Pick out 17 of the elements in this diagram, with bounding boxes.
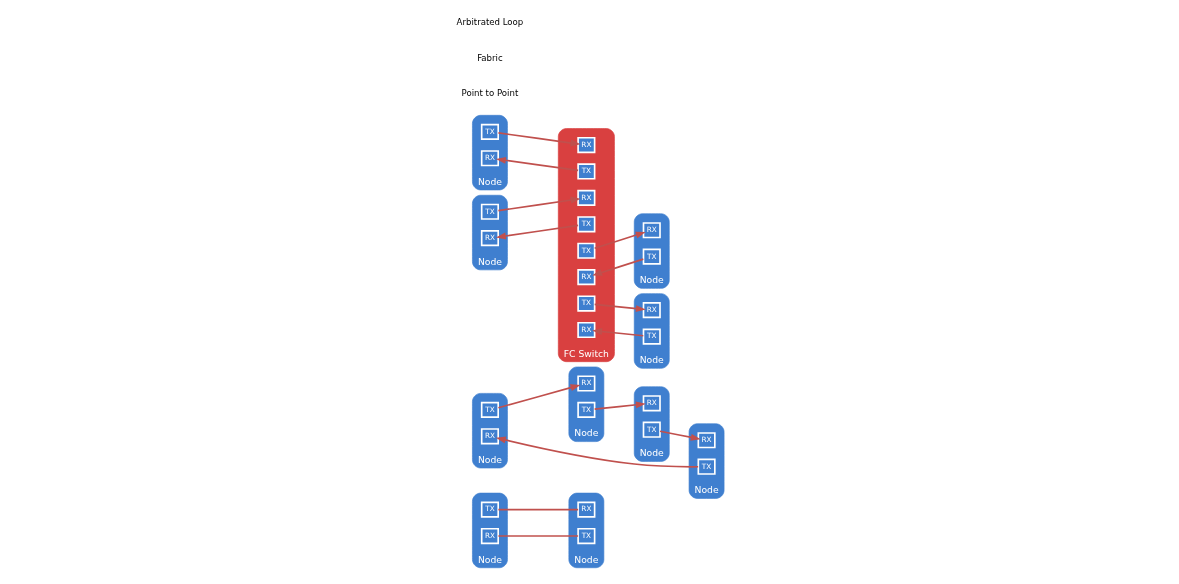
label: Arbitrated Loop [456, 17, 523, 28]
arrow [593, 231, 646, 250]
arrow [591, 258, 644, 276]
arrow [495, 156, 579, 172]
arrow [495, 224, 579, 240]
label: Point to Point [461, 88, 518, 99]
arrow [495, 436, 699, 468]
label: Fabric [476, 52, 503, 63]
arrow [593, 401, 646, 410]
arrow [593, 303, 646, 313]
connector [497, 535, 579, 537]
arrow [497, 132, 581, 147]
arrow [591, 328, 644, 337]
connector [497, 508, 579, 511]
arrow [658, 430, 701, 441]
arrow [497, 196, 581, 212]
arrow [497, 384, 580, 409]
